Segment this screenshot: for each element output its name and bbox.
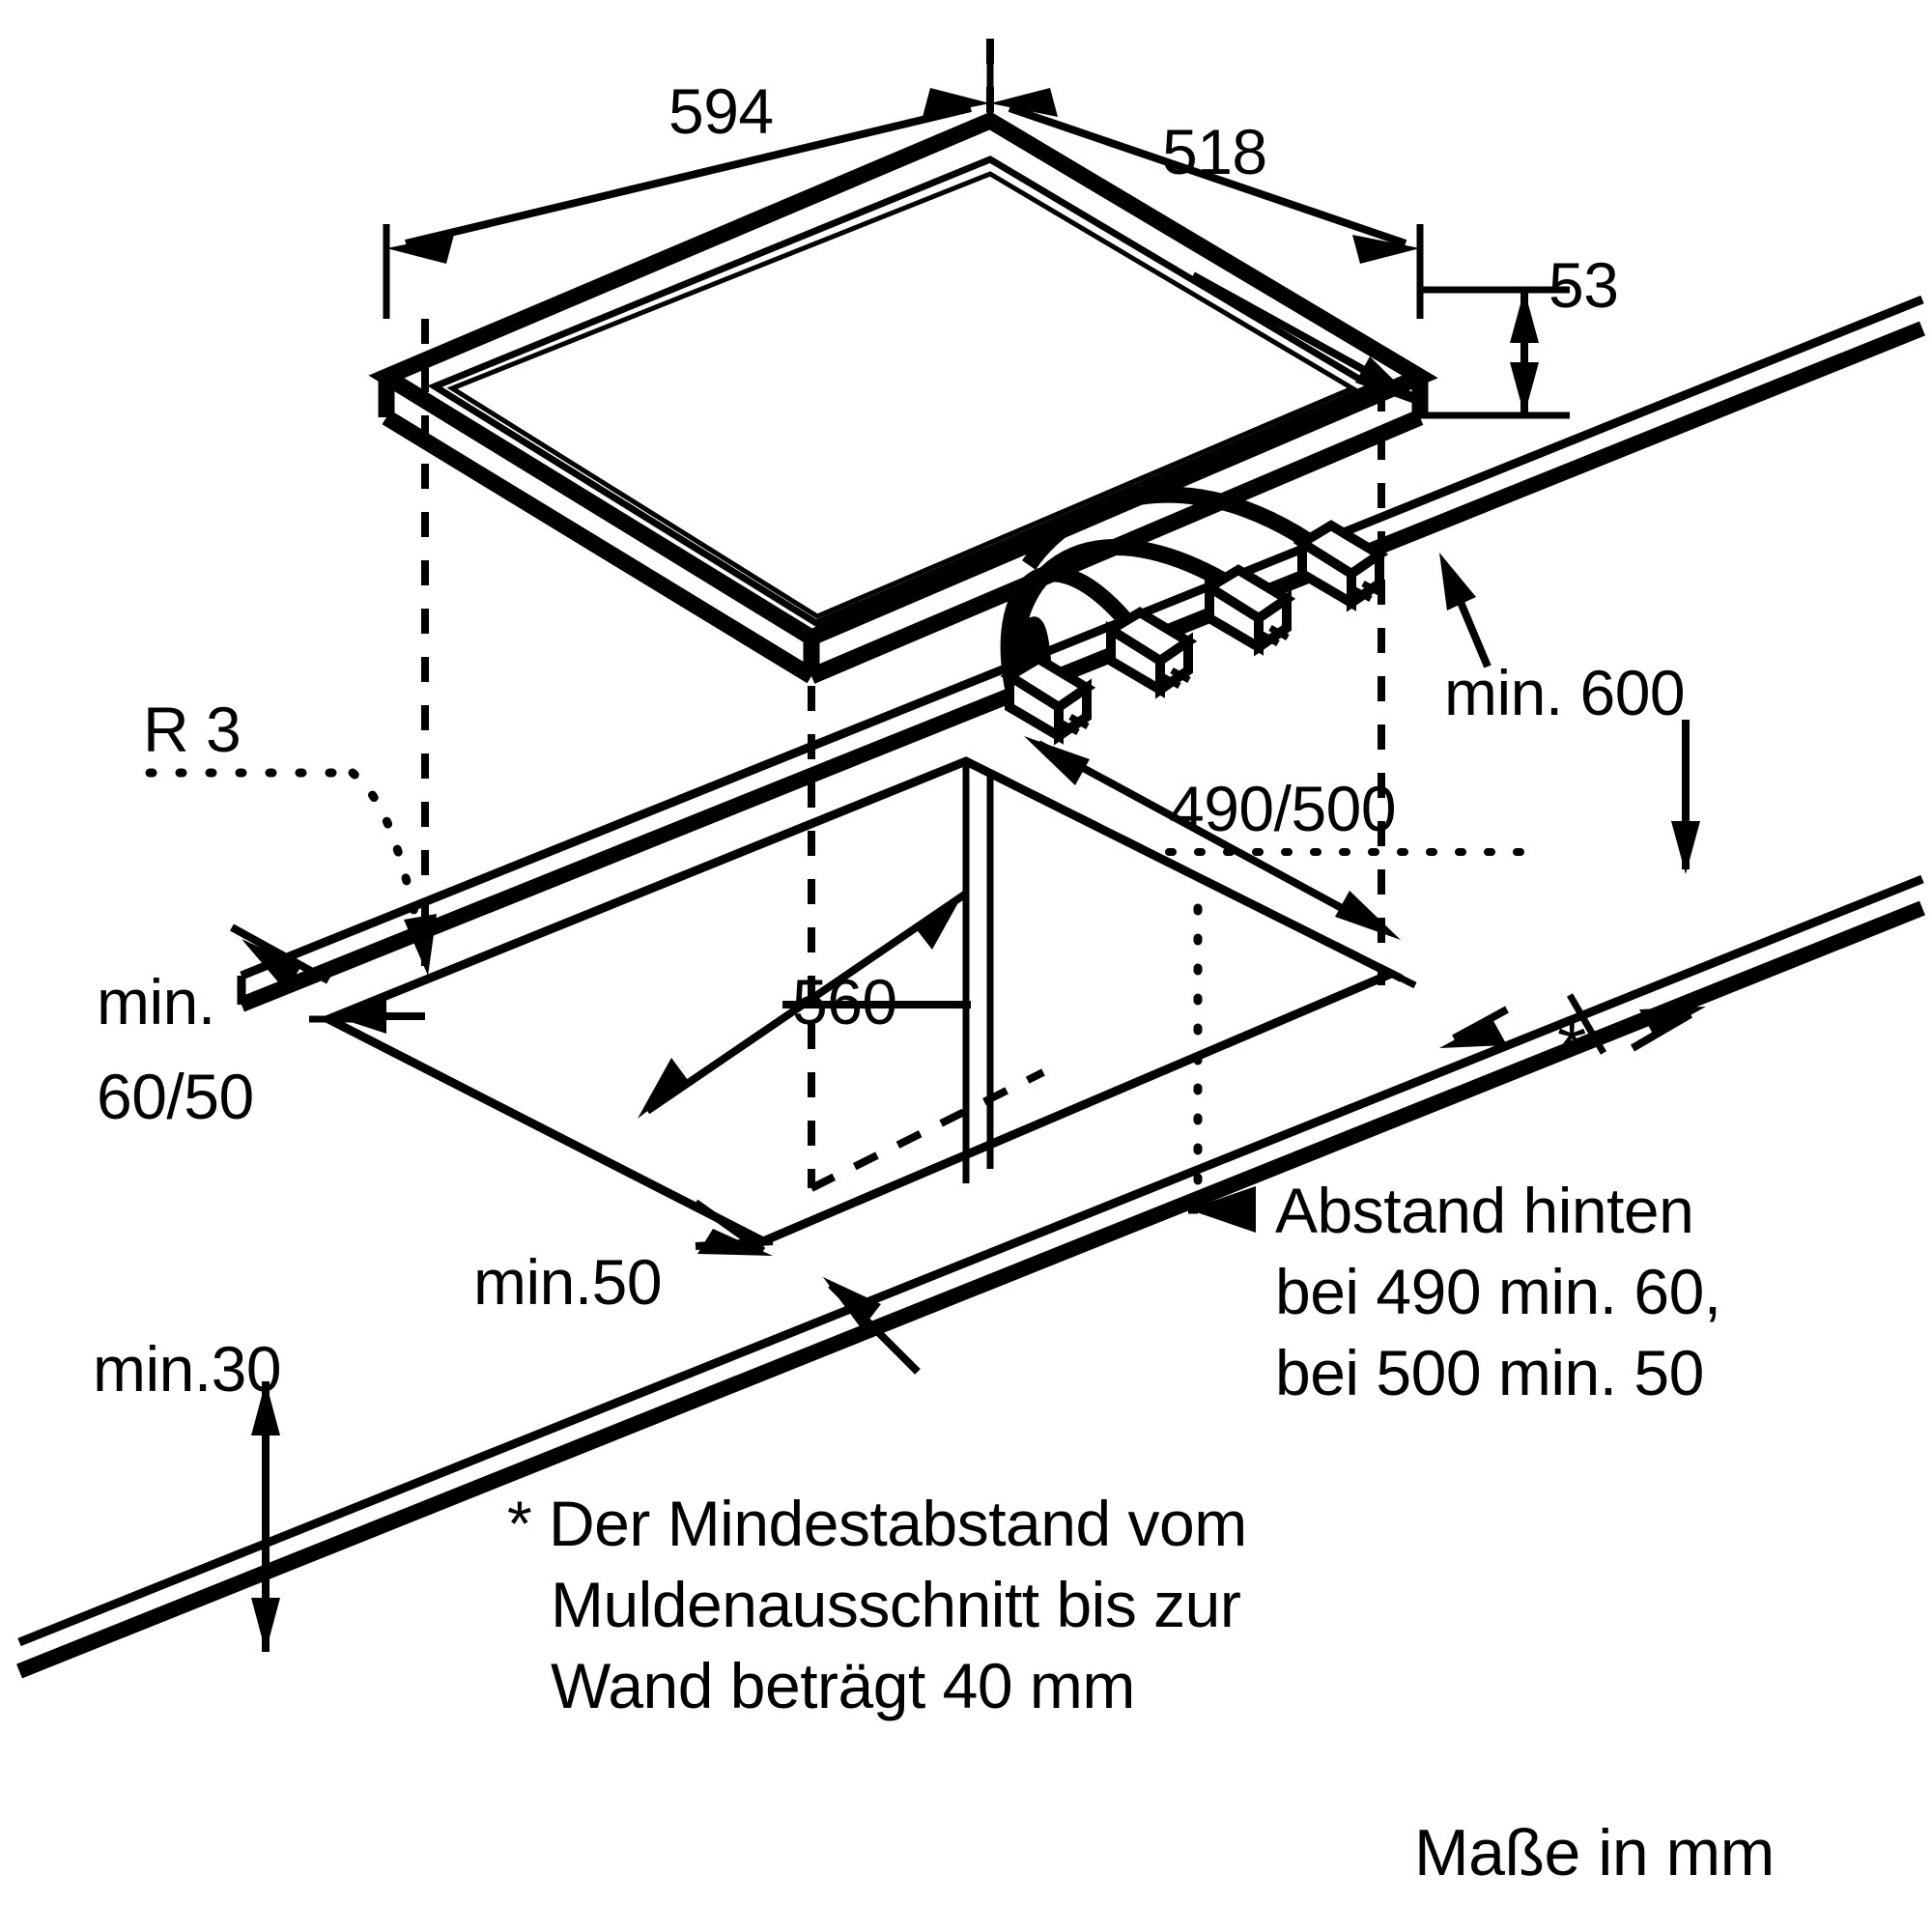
footnote-line1: * Der Mindestabstand vom [507,1488,1247,1559]
dimension-490-500 [1024,736,1530,940]
label-units: Maße in mm [1414,1816,1775,1889]
dimension-53 [1191,271,1570,419]
dimension-560 [638,850,971,1119]
footnote-line3: Wand beträgt 40 mm [551,1650,1135,1721]
note-abstand-hinten-line1: Abstand hinten [1275,1175,1694,1246]
label-min-50: min.50 [473,1246,663,1318]
worktop-slab [16,295,1925,1679]
cable-terminal [1293,520,1389,612]
label-min-600: min. 600 [1444,657,1686,728]
label-560: 560 [792,966,897,1037]
connection-cables [1000,486,1389,746]
leader-abstand-hinten [1188,903,1256,1233]
label-min-60-50-line2: 60/50 [97,1061,254,1132]
cutout-hidden-edges [810,769,1417,1192]
label-53: 53 [1548,249,1619,321]
leader-min-60-50 [230,923,425,1034]
label-asterisk-gap: * [1557,1005,1586,1090]
leader-min-50 [693,1199,774,1256]
dimension-518 [990,88,1424,319]
label-min-60-50-line1: min. [97,966,215,1037]
label-518: 518 [1162,116,1267,187]
cable-terminal [1000,653,1096,746]
leader-footnote-tick [823,1277,921,1375]
label-min-30: min.30 [93,1333,282,1405]
label-r3: R 3 [143,694,242,765]
label-490-500: 490/500 [1169,773,1397,844]
leader-r3 [145,768,437,976]
cable-terminal [1101,607,1198,699]
dimension-min-30 [251,1381,280,1652]
note-abstand-hinten-line3: bei 500 min. 50 [1275,1337,1704,1408]
label-594: 594 [668,75,774,147]
leader-min-600 [1439,553,1700,874]
dimension-594 [383,39,994,319]
note-abstand-hinten-line2: bei 490 min. 60, [1275,1256,1721,1327]
footnote-line2: Muldenausschnitt bis zur [551,1569,1241,1640]
cable-terminal [1200,564,1296,657]
dimension-asterisk-gap [1439,993,1706,1055]
